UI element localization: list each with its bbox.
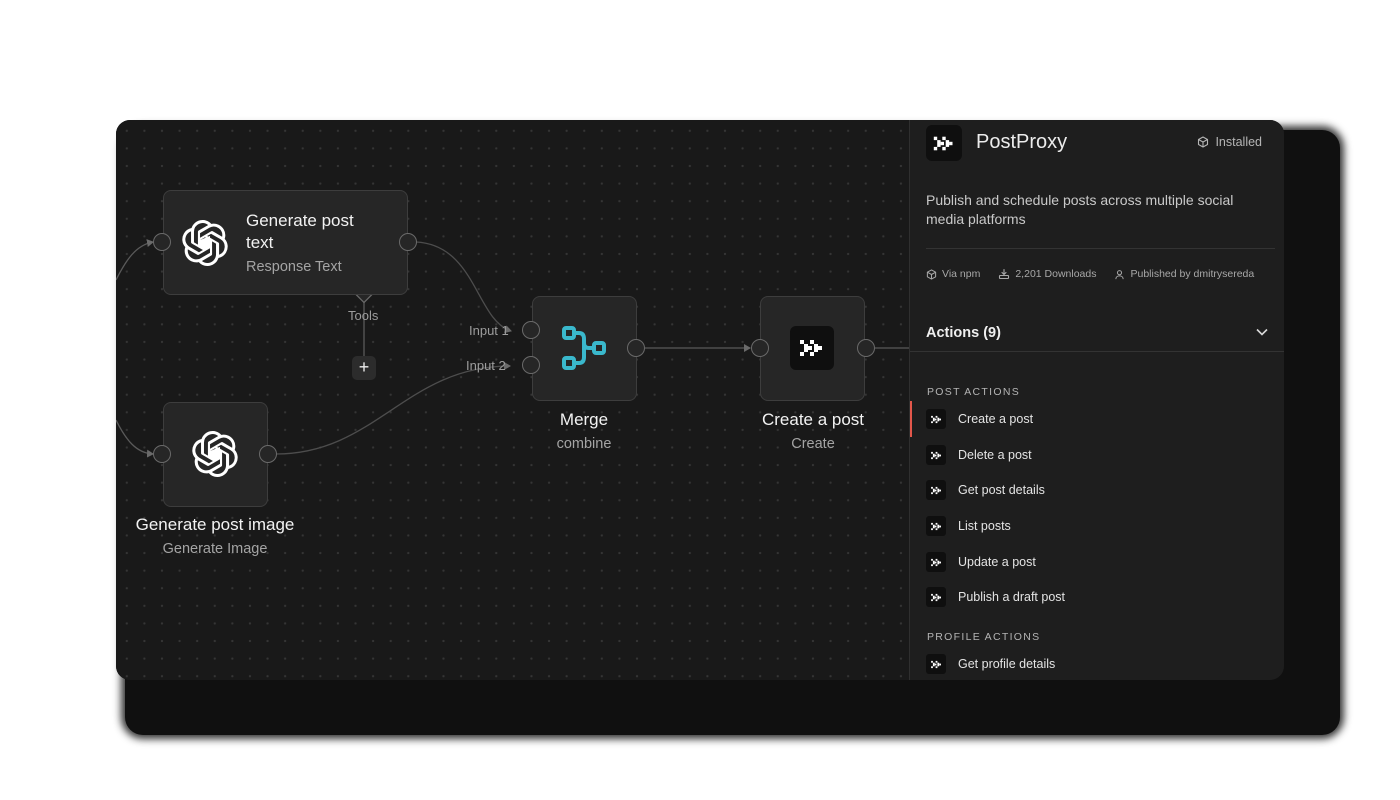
action-list-posts[interactable]: List posts [910,511,1284,541]
postproxy-tile [926,516,946,536]
input-port-2[interactable] [522,356,540,374]
postproxy-tile [926,409,946,429]
action-get-profile-details[interactable]: Get profile details [910,649,1284,679]
add-tool-button[interactable]: + [352,356,376,380]
workflow-canvas[interactable]: Generate post text Response Text Tools +… [116,120,909,680]
action-label: Get post details [958,483,1045,497]
postproxy-tile [926,480,946,500]
postproxy-icon [930,415,941,423]
postproxy-icon [800,340,822,356]
merge-icon [562,326,606,370]
node-title: Merge [559,410,609,429]
node-subtitle: Create [791,436,835,452]
node-title: Generate post image [135,515,295,534]
divider [926,248,1275,249]
action-label: List posts [958,519,1011,533]
workflow-editor: Generate post text Response Text Tools +… [116,120,1284,680]
action-label: Create a post [958,412,1034,426]
download-icon [999,268,1010,280]
action-get-post-details[interactable]: Get post details [910,475,1284,505]
node-details-panel: PostProxy Installed Publish and schedule… [909,120,1284,680]
input-port[interactable] [153,233,171,251]
selected-indicator [910,401,912,437]
installed-label: Installed [1215,135,1262,149]
section-label-profile-actions: PROFILE ACTIONS [927,631,1041,643]
postproxy-icon [930,593,941,601]
node-subtitle: combine [556,436,612,452]
postproxy-tile [926,445,946,465]
action-delete-a-post[interactable]: Delete a post [910,440,1284,470]
input-2-label: Input 2 [466,358,506,373]
user-icon [1115,269,1125,279]
action-label: Update a post [958,555,1036,569]
output-port[interactable] [259,445,277,463]
action-label: Get profile details [958,657,1056,671]
publisher-meta: Published by dmitrysereda [1114,268,1254,280]
postproxy-icon [930,486,941,494]
chevron-down-icon[interactable] [1256,327,1268,337]
section-label-post-actions: POST ACTIONS [927,386,1021,398]
package-icon [1198,136,1209,148]
description: Publish and schedule posts across multip… [926,192,1234,227]
package-icon [926,268,937,280]
actions-header[interactable]: Actions (9) [926,325,1001,341]
source-label: Via npm [942,268,981,280]
action-update-a-post[interactable]: Update a post [910,547,1284,577]
postproxy-icon [930,558,941,566]
output-port[interactable] [857,339,875,357]
package-meta: Via npm 2,201 Downloads Published by dmi… [926,268,1254,280]
node-generate-post-image[interactable] [163,402,268,507]
action-publish-a-draft-post[interactable]: Publish a draft post [910,582,1284,612]
action-label: Publish a draft post [958,590,1066,604]
postproxy-tile [926,552,946,572]
node-create-a-post[interactable] [760,296,865,401]
node-title: Create a post [761,410,865,429]
input-port[interactable] [751,339,769,357]
tools-handle-label: Tools [348,308,379,323]
openai-icon [182,220,228,266]
postproxy-logo [926,125,962,161]
publisher-label: Published by dmitrysereda [1130,268,1255,280]
action-label: Delete a post [958,448,1032,462]
openai-icon [192,431,238,477]
postproxy-tile [926,587,946,607]
postproxy-tile [790,326,834,370]
action-create-a-post[interactable]: Create a post [910,404,1284,434]
installed-badge: Installed [1197,135,1262,149]
postproxy-icon [930,522,941,530]
output-port[interactable] [399,233,417,251]
postproxy-tile [926,654,946,674]
node-title: Generate post text [246,211,354,252]
divider [910,351,1284,352]
postproxy-icon [930,451,941,459]
node-subtitle: Generate Image [162,541,268,557]
output-port[interactable] [627,339,645,357]
panel-title: PostProxy [976,131,1068,153]
downloads-meta: 2,201 Downloads [998,268,1096,280]
input-port[interactable] [153,445,171,463]
input-port-1[interactable] [522,321,540,339]
input-1-label: Input 1 [469,323,509,338]
node-subtitle: Response Text [246,259,342,275]
downloads-label: 2,201 Downloads [1015,268,1097,280]
postproxy-icon [930,660,941,668]
node-generate-post-text[interactable]: Generate post text Response Text [163,190,408,295]
node-merge[interactable] [532,296,637,401]
source-meta: Via npm [926,268,980,280]
postproxy-icon [933,136,953,150]
